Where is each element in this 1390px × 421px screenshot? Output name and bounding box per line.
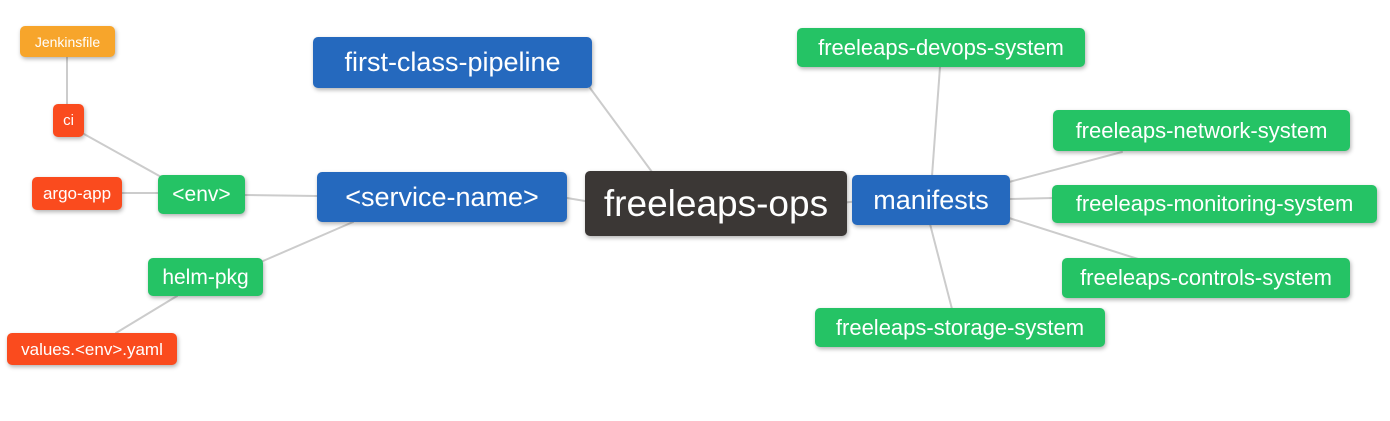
- edge-manifests-storage: [929, 223, 953, 310]
- node-freeleaps-ops-root[interactable]: freeleaps-ops: [585, 171, 847, 236]
- node-values-env-yaml[interactable]: values.<env>.yaml: [7, 333, 177, 365]
- node-ci[interactable]: ci: [53, 104, 84, 137]
- node-freeleaps-devops-system[interactable]: freeleaps-devops-system: [797, 28, 1085, 67]
- edge-env-service-name: [244, 194, 318, 197]
- edge-helm-pkg-values: [115, 295, 178, 334]
- node-freeleaps-network-system[interactable]: freeleaps-network-system: [1053, 110, 1350, 151]
- edge-manifests-devops: [931, 66, 941, 177]
- node-argo-app[interactable]: argo-app: [32, 177, 122, 210]
- node-first-class-pipeline[interactable]: first-class-pipeline: [313, 37, 592, 88]
- edge-manifests-monitoring: [1008, 197, 1054, 200]
- node-service-name[interactable]: <service-name>: [317, 172, 567, 222]
- edge-manifests-network: [1008, 151, 1123, 183]
- edge-ci-env: [83, 133, 164, 179]
- edge-pipeline-ops: [589, 87, 653, 173]
- edge-manifests-controls: [1008, 217, 1139, 260]
- node-freeleaps-monitoring-system[interactable]: freeleaps-monitoring-system: [1052, 185, 1377, 223]
- node-env[interactable]: <env>: [158, 175, 245, 214]
- node-freeleaps-controls-system[interactable]: freeleaps-controls-system: [1062, 258, 1350, 298]
- node-manifests[interactable]: manifests: [852, 175, 1010, 225]
- node-jenkinsfile[interactable]: Jenkinsfile: [20, 26, 115, 57]
- node-helm-pkg[interactable]: helm-pkg: [148, 258, 263, 296]
- edge-service-name-ops: [566, 197, 586, 202]
- node-freeleaps-storage-system[interactable]: freeleaps-storage-system: [815, 308, 1105, 347]
- edge-service-name-helm-pkg: [262, 221, 354, 262]
